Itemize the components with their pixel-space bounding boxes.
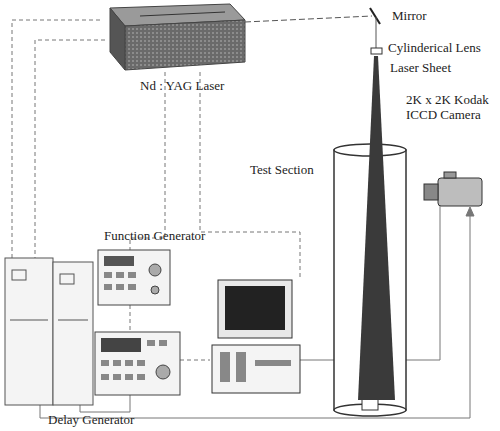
camera	[424, 172, 482, 206]
laser-body	[110, 4, 245, 70]
computer	[212, 280, 300, 393]
cylindrical-lens	[371, 48, 382, 54]
device-label: Nd : YAG Laser	[140, 78, 224, 93]
laser-sheet	[358, 56, 395, 400]
delay-generator	[95, 332, 180, 395]
power-cabinets	[5, 258, 93, 405]
device-label: Function Generator	[104, 228, 205, 243]
device-label: Delay Generator	[48, 412, 134, 427]
mirror	[370, 8, 380, 24]
device-label: 2K x 2K Kodak ICCD Camera	[406, 92, 496, 122]
laser-beam	[376, 17, 377, 48]
function-generator	[98, 250, 170, 305]
cables	[40, 205, 474, 418]
part-label: Test Section	[250, 162, 314, 177]
laser-beam	[245, 16, 372, 22]
part-label: Cylinderical Lens	[388, 40, 481, 55]
part-label: Mirror	[392, 8, 427, 23]
part-label: Laser Sheet	[390, 60, 451, 75]
